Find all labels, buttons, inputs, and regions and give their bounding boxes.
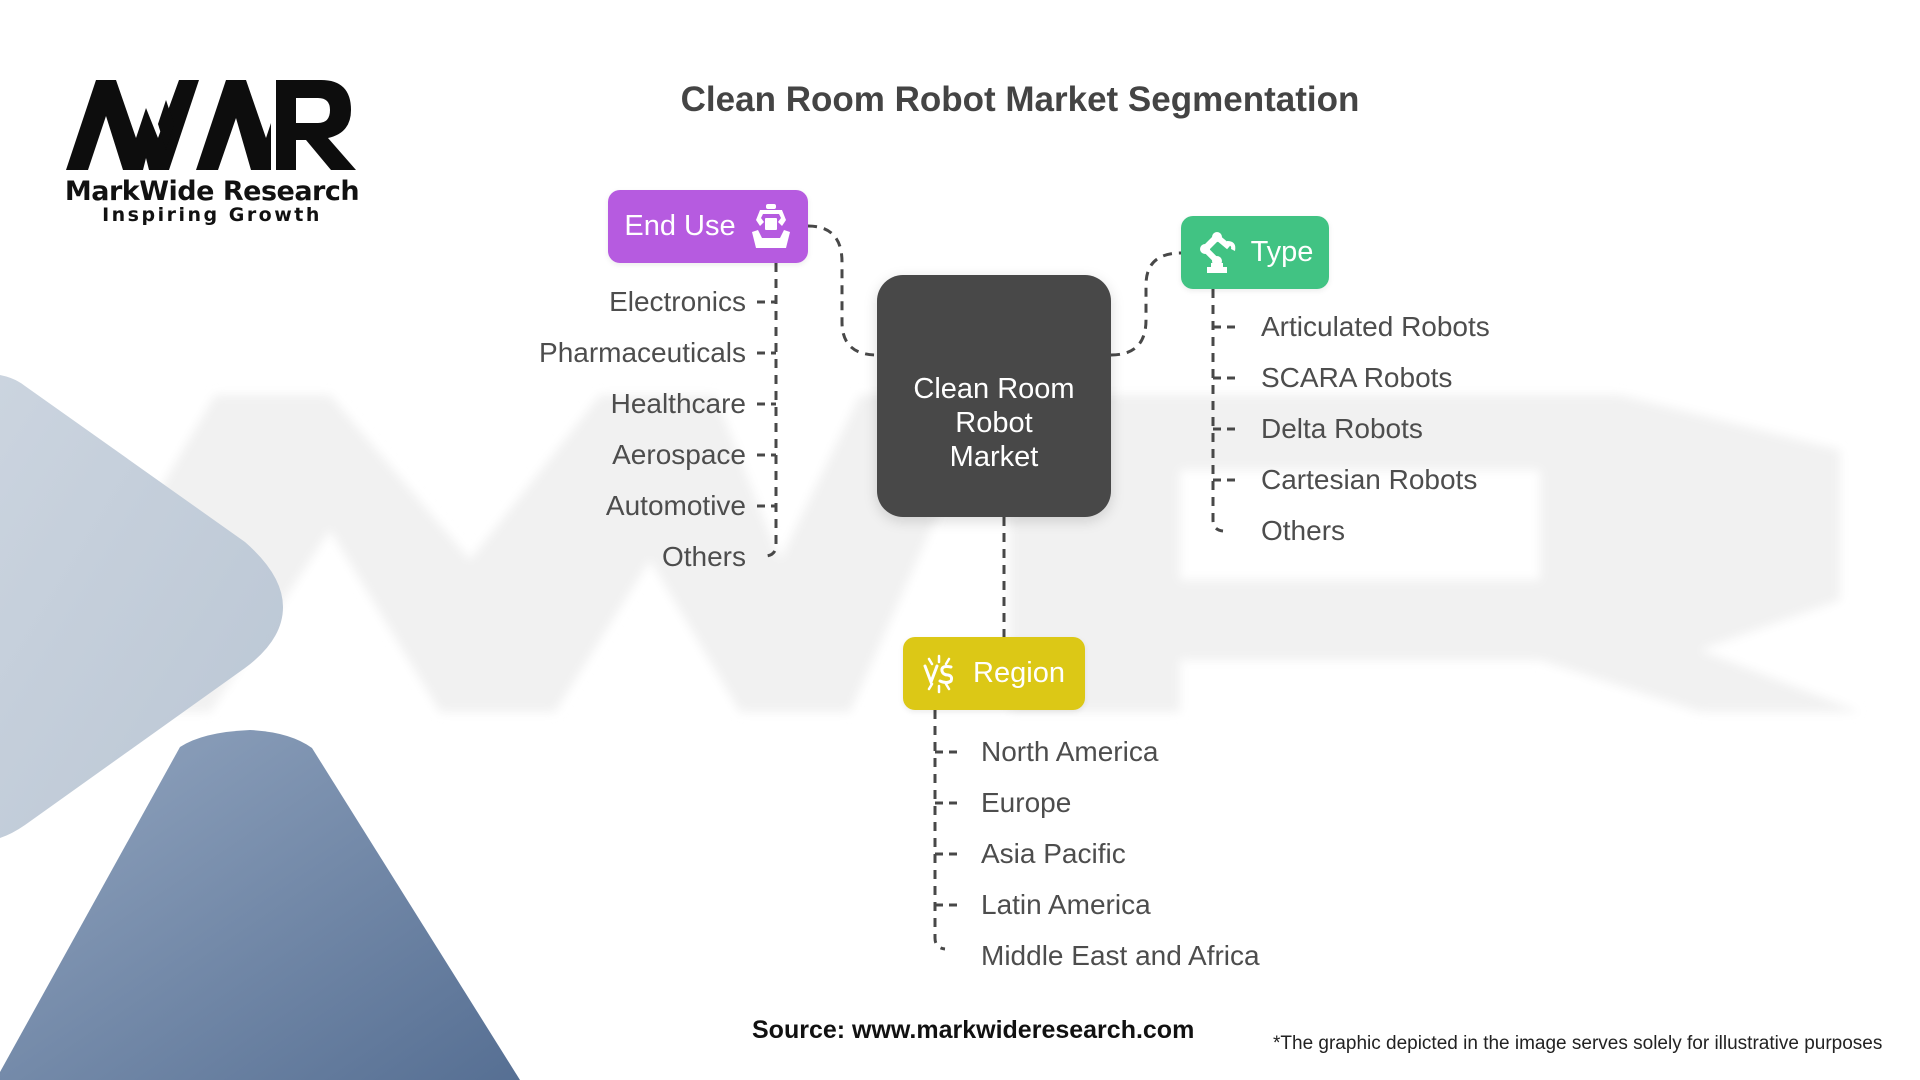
- type-item: SCARA Robots: [1261, 362, 1453, 393]
- center-line-3: Market: [949, 441, 1039, 473]
- logo-mark-icon: [66, 80, 356, 170]
- segment-type-label: Type: [1250, 236, 1314, 268]
- end-use-item: Pharmaceuticals: [539, 337, 746, 368]
- region-item: Middle East and Africa: [981, 940, 1260, 971]
- region-item: North America: [981, 736, 1159, 767]
- segment-end-use-label: End Use: [624, 210, 736, 242]
- vs-icon: [923, 654, 955, 694]
- segment-type[interactable]: Type: [1181, 216, 1329, 289]
- logo-tagline: Inspiring Growth: [102, 204, 322, 226]
- segment-region-label: Region: [973, 657, 1065, 689]
- region-item: Europe: [981, 787, 1072, 818]
- background-shape-light: [0, 375, 283, 838]
- segment-end-use[interactable]: End Use: [608, 190, 808, 263]
- robot-arm-icon: [1197, 231, 1239, 275]
- end-use-item: Aerospace: [612, 439, 746, 470]
- page-title: Clean Room Robot Market Segmentation: [680, 80, 1360, 119]
- source-text: Source: www.markwideresearch.com: [752, 1016, 1195, 1044]
- logo-name: MarkWide Research: [64, 176, 360, 207]
- type-item: Others: [1261, 515, 1346, 546]
- background-shape-dark: [0, 730, 520, 1080]
- segment-region[interactable]: Region: [903, 637, 1085, 710]
- end-use-item: Healthcare: [610, 388, 746, 419]
- type-item: Articulated Robots: [1261, 311, 1490, 342]
- end-use-item: Electronics: [609, 286, 746, 317]
- robot-gripper-box-icon: [750, 203, 792, 250]
- center-line-1: Clean Room: [913, 373, 1075, 405]
- center-node: Clean Room Robot Market: [877, 275, 1111, 517]
- region-item: Asia Pacific: [981, 838, 1126, 869]
- center-line-2: Robot: [955, 407, 1033, 439]
- type-item: Delta Robots: [1261, 413, 1423, 444]
- type-item: Cartesian Robots: [1261, 464, 1478, 495]
- region-item: Latin America: [981, 889, 1151, 920]
- end-use-item: Others: [661, 541, 746, 572]
- end-use-item: Automotive: [605, 490, 746, 521]
- disclaimer-text: *The graphic depicted in the image serve…: [1273, 1033, 1883, 1054]
